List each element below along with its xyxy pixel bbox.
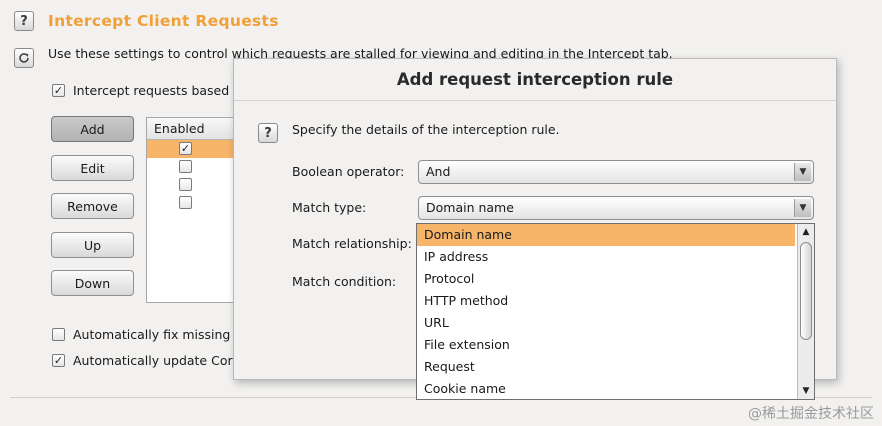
row-enabled-checkbox[interactable] xyxy=(179,178,192,191)
table-row[interactable] xyxy=(147,176,237,194)
match-condition-label: Match condition: xyxy=(292,274,397,289)
section-description: Use these settings to control which requ… xyxy=(48,46,673,61)
watermark: @稀土掘金技术社区 xyxy=(748,406,874,422)
scrollbar-thumb[interactable] xyxy=(800,242,812,340)
table-header-enabled[interactable]: Enabled xyxy=(147,118,237,140)
rules-table[interactable]: Enabled ✓ xyxy=(146,117,238,303)
auto-update-label: Automatically update Cor xyxy=(73,353,233,368)
auto-fix-label: Automatically fix missing xyxy=(73,327,231,342)
boolean-operator-select[interactable]: And ▼ xyxy=(418,160,814,184)
refresh-icon[interactable] xyxy=(14,48,34,68)
add-button[interactable]: Add xyxy=(51,116,134,142)
edit-button[interactable]: Edit xyxy=(51,155,134,181)
section-title: Intercept Client Requests xyxy=(48,12,279,30)
match-type-dropdown[interactable]: Domain name IP address Protocol HTTP met… xyxy=(416,223,815,400)
boolean-operator-label: Boolean operator: xyxy=(292,164,405,179)
row-enabled-checkbox[interactable] xyxy=(179,160,192,173)
match-type-value: Domain name xyxy=(426,200,514,215)
auto-fix-option[interactable]: Automatically fix missing xyxy=(52,327,230,342)
intercept-requests-option[interactable]: ✓ Intercept requests based xyxy=(52,83,229,98)
table-row[interactable] xyxy=(147,158,237,176)
intercept-requests-label: Intercept requests based xyxy=(73,83,230,98)
dialog-title: Add request interception rule xyxy=(234,59,836,101)
chevron-down-icon[interactable]: ▼ xyxy=(794,163,811,181)
dropdown-option[interactable]: Domain name xyxy=(417,224,795,246)
auto-update-checkbox[interactable]: ✓ xyxy=(52,354,65,367)
match-type-label: Match type: xyxy=(292,200,367,215)
boolean-operator-value: And xyxy=(426,164,451,179)
auto-update-option[interactable]: ✓ Automatically update Cor xyxy=(52,353,233,368)
remove-button[interactable]: Remove xyxy=(51,193,134,219)
dropdown-option[interactable]: URL xyxy=(424,315,449,330)
auto-fix-checkbox[interactable] xyxy=(52,328,65,341)
scroll-up-icon[interactable]: ▲ xyxy=(802,227,810,237)
help-icon[interactable]: ? xyxy=(14,11,34,31)
dropdown-option[interactable]: Request xyxy=(424,359,475,374)
down-button[interactable]: Down xyxy=(51,270,134,296)
row-enabled-checkbox[interactable]: ✓ xyxy=(179,142,192,155)
match-relationship-label: Match relationship: xyxy=(292,236,412,251)
dropdown-scrollbar[interactable]: ▲ ▼ xyxy=(797,224,814,399)
dropdown-option[interactable]: File extension xyxy=(424,337,510,352)
scroll-down-icon[interactable]: ▼ xyxy=(802,386,810,396)
table-row[interactable] xyxy=(147,194,237,212)
intercept-requests-checkbox[interactable]: ✓ xyxy=(52,84,65,97)
dropdown-option[interactable]: Cookie name xyxy=(424,381,506,396)
table-row[interactable]: ✓ xyxy=(147,140,237,158)
dialog-help-icon[interactable]: ? xyxy=(258,123,278,143)
dropdown-option[interactable]: Protocol xyxy=(424,271,475,286)
dialog-instructions: Specify the details of the interception … xyxy=(292,122,560,137)
dropdown-option[interactable]: HTTP method xyxy=(424,293,509,308)
dropdown-option[interactable]: IP address xyxy=(424,249,489,264)
match-type-select[interactable]: Domain name ▼ xyxy=(418,196,814,220)
chevron-down-icon[interactable]: ▼ xyxy=(794,199,811,217)
row-enabled-checkbox[interactable] xyxy=(179,196,192,209)
up-button[interactable]: Up xyxy=(51,232,134,258)
